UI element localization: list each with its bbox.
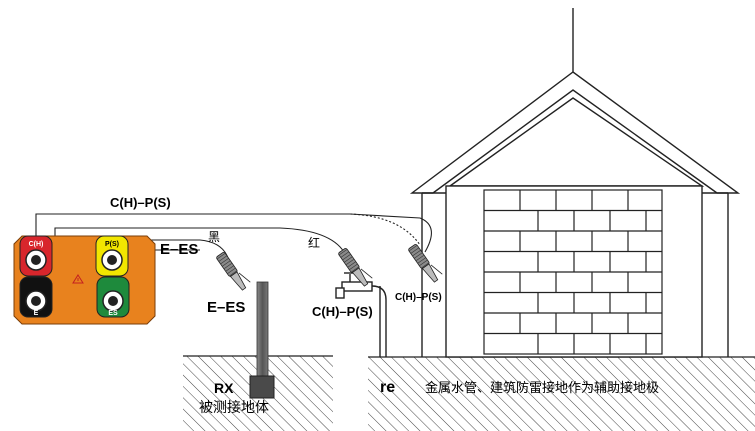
ground-right-code: re xyxy=(380,379,395,396)
warning-triangle-icon xyxy=(72,274,84,284)
terminal-es: ES xyxy=(96,276,130,318)
terminal-e: E xyxy=(19,276,53,318)
ground-left-desc: 被测接地体 xyxy=(199,399,269,415)
terminal-ch: C(H) xyxy=(19,235,53,277)
ground-rod xyxy=(249,281,275,399)
brick-wall xyxy=(483,189,663,355)
terminal-ps: P(S) xyxy=(95,235,129,277)
label-top-cable: C(H)–P(S) xyxy=(110,195,171,210)
label-ees-upper: E–ES xyxy=(160,241,198,258)
terminal-label-ps: P(S) xyxy=(105,241,119,248)
terminal-label-e: E xyxy=(34,310,39,317)
meter: C(H) P(S) E ES xyxy=(13,235,156,325)
ground-left-code: RX xyxy=(214,380,234,396)
label-black: 黑 xyxy=(208,230,220,244)
terminal-label-es: ES xyxy=(108,310,118,317)
label-wall-clip: C(H)–P(S) xyxy=(395,292,442,303)
roof-outer xyxy=(409,71,741,194)
ground-right-desc: 金属水管、建筑防雷接地作为辅助接地极 xyxy=(425,380,659,395)
label-red: 红 xyxy=(308,235,320,250)
label-tap-clip: C(H)–P(S) xyxy=(312,304,373,319)
house xyxy=(409,8,741,358)
label-ees-rod: E–ES xyxy=(207,299,245,316)
clip-wall xyxy=(408,244,443,283)
clips xyxy=(216,244,443,291)
cable-ch xyxy=(35,213,432,256)
cable-ps xyxy=(54,227,345,258)
terminal-label-ch: C(H) xyxy=(29,241,44,248)
water-pipe xyxy=(335,272,387,357)
clip-tap xyxy=(338,248,373,287)
clip-ees xyxy=(216,252,251,291)
ground-electrode-block xyxy=(249,375,275,399)
cable-dotted xyxy=(349,213,421,246)
ground-right xyxy=(368,356,755,431)
